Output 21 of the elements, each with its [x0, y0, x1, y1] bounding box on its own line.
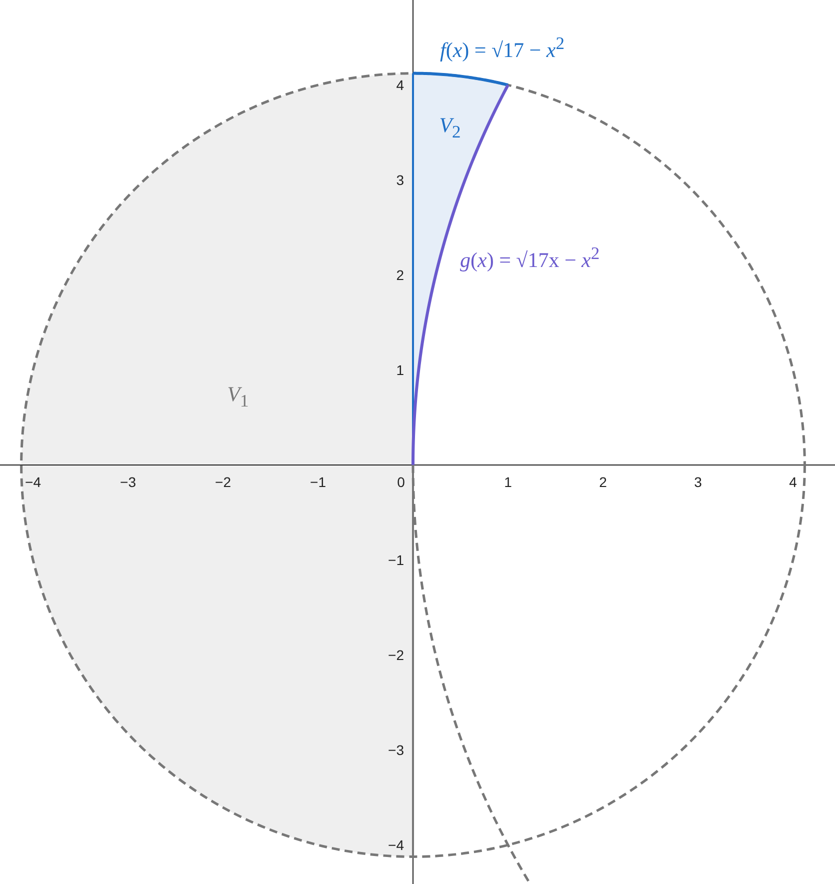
tick-label: −3: [388, 743, 404, 757]
tick-label: 4: [396, 78, 404, 92]
tick-label: 0: [397, 475, 405, 489]
tick-label: 1: [504, 475, 512, 489]
tick-label: 1: [396, 363, 404, 377]
tick-label: 3: [694, 475, 702, 489]
tick-label: 2: [599, 475, 607, 489]
region-label: V$_{2}$: [439, 115, 461, 141]
tick-label: −1: [310, 475, 326, 489]
tick-label: 4: [789, 475, 797, 489]
tick-label: −1: [388, 553, 404, 567]
region-label: V$_{1}$: [227, 384, 249, 410]
tick-label: −2: [388, 648, 404, 662]
tick-label: −2: [215, 475, 231, 489]
tick-label: 3: [396, 173, 404, 187]
tick-label: −4: [25, 475, 41, 489]
tick-label: −4: [388, 838, 404, 852]
function-formula: f(x) = √17 − x$^{2}$: [440, 35, 564, 61]
tick-label: −3: [120, 475, 136, 489]
tick-label: 2: [396, 268, 404, 282]
function-formula: g(x) = √17x − x$^{2}$: [460, 245, 600, 271]
